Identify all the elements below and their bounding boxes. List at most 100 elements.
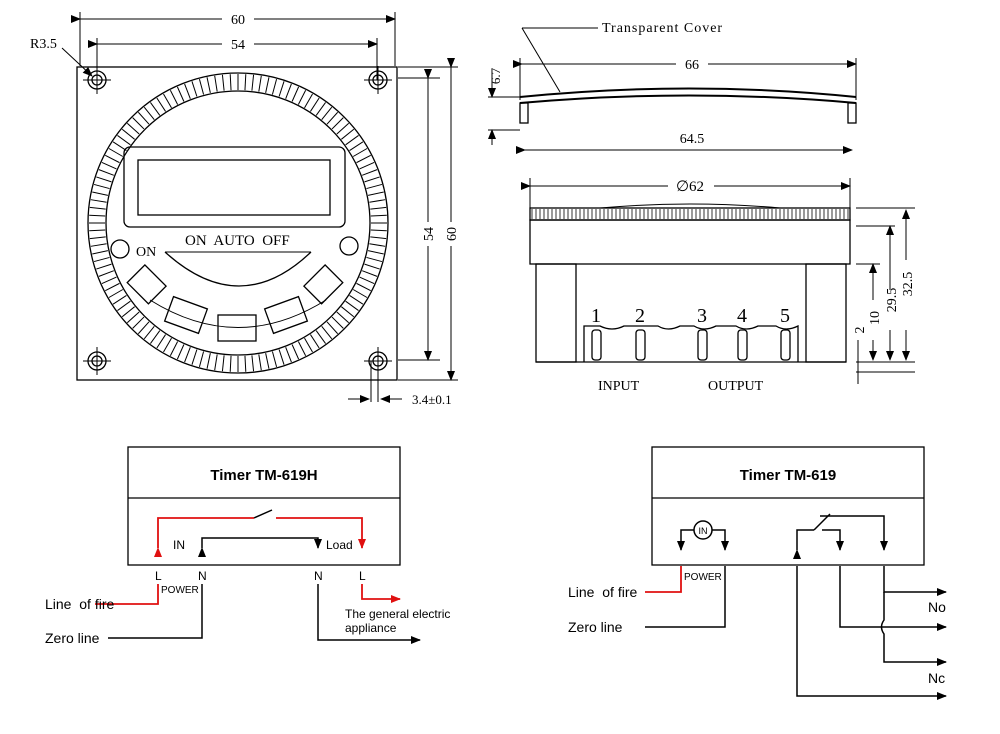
dial-tooth — [278, 81, 285, 97]
dial-tooth — [336, 122, 350, 135]
dial-tooth — [361, 270, 378, 277]
dial-tooth — [345, 300, 359, 311]
dial-tooth — [367, 250, 384, 255]
dial-tooth — [150, 102, 161, 116]
side-view: Transparent Cover 66 6.7 64.5 ∅62 — [488, 21, 916, 394]
dial-tooth — [92, 191, 109, 196]
dial-tooth — [89, 214, 106, 217]
dial-tooth — [285, 346, 292, 363]
dial-tooth — [117, 135, 131, 146]
dial-tooth — [150, 330, 161, 344]
dial-tooth — [326, 111, 339, 125]
front-view: 60 54 R3.5 54 60 — [30, 10, 460, 407]
dial-tooth — [369, 199, 386, 203]
dial-tooth — [156, 97, 166, 112]
dial-tooth — [304, 337, 313, 353]
terminal-1: 1 — [591, 305, 601, 327]
dial-tooth — [191, 81, 198, 97]
dial-tooth — [96, 176, 112, 183]
dial-tooth — [291, 344, 300, 360]
dial-tooth — [315, 102, 326, 116]
dial-tooth — [121, 128, 135, 140]
dial-tooth — [89, 236, 106, 240]
dial-tooth — [352, 148, 368, 157]
dial-tooth — [271, 351, 278, 368]
dial-tooth — [310, 97, 320, 112]
terminal-5: 5 — [780, 305, 790, 327]
dim-10: 10 — [868, 311, 883, 325]
term-N1: N — [198, 569, 207, 583]
dial-tooth — [101, 276, 117, 285]
dial-tooth — [258, 75, 262, 92]
dial-tooth — [315, 330, 326, 344]
in-symbol: IN — [699, 526, 708, 536]
term-L2: L — [359, 569, 366, 583]
title-tm619: Timer TM-619 — [740, 467, 836, 484]
dial-tooth — [143, 326, 155, 340]
load-label: Load — [326, 538, 353, 552]
dial-tooth — [108, 289, 124, 298]
zero-line-left: Zero line — [45, 630, 100, 646]
dial-knurling — [89, 74, 387, 372]
dial-tooth — [105, 154, 120, 164]
dial-tooth — [191, 349, 198, 365]
dial-tooth — [336, 311, 350, 324]
dial-tooth — [370, 229, 387, 232]
dial-tooth — [364, 263, 380, 270]
dial-tooth — [361, 169, 378, 176]
dial-tooth — [89, 206, 106, 210]
dial-tooth — [366, 256, 383, 263]
dial-tooth — [310, 334, 320, 349]
dim-6-7: 6.7 — [488, 67, 503, 84]
dial-tooth — [93, 183, 110, 190]
dim-60-side: 60 — [445, 227, 460, 241]
dial-tooth — [89, 229, 106, 232]
dial-tooth — [156, 334, 166, 349]
dial-tooth — [364, 176, 380, 183]
lamp-right — [339, 236, 359, 256]
dial-tooth — [370, 236, 387, 240]
power-label-right: POWER — [684, 572, 722, 583]
dial-tooth — [198, 78, 205, 95]
dim-hole-tolerance: 3.4±0.1 — [412, 392, 452, 407]
dial-tooth — [126, 311, 140, 324]
terminal-4: 4 — [737, 305, 747, 327]
dial-tooth — [331, 117, 344, 130]
dim-2: 2 — [853, 327, 868, 334]
line-of-fire-left: Line of fire — [45, 596, 114, 612]
dial-tooth — [163, 93, 172, 109]
dial-tooth — [265, 77, 270, 94]
dim-29-5: 29.5 — [885, 288, 900, 313]
dial-tooth — [221, 74, 225, 91]
term-L1: L — [155, 569, 162, 583]
dial-tooth — [137, 111, 150, 125]
dial-tooth — [278, 349, 285, 365]
dial-tooth — [366, 183, 383, 190]
dial-tooth — [258, 354, 262, 371]
side-knurling — [531, 209, 849, 219]
dial-tooth — [345, 135, 359, 146]
dial-tooth — [206, 77, 211, 94]
dial-tooth — [285, 83, 292, 100]
dial-tooth — [244, 74, 247, 91]
corner-holes — [83, 66, 392, 402]
dial-tooth — [98, 270, 115, 277]
title-tm619h: Timer TM-619H — [210, 467, 317, 484]
output-label: OUTPUT — [708, 379, 764, 394]
dial-tooth — [244, 355, 247, 372]
dial-tooth — [321, 326, 333, 340]
terminal-3: 3 — [697, 305, 707, 327]
dial-tooth — [265, 352, 270, 369]
dial-tooth — [132, 117, 145, 130]
dial-tooth — [214, 75, 218, 92]
power-label-left: POWER — [161, 585, 199, 596]
dial-tooth — [93, 256, 110, 263]
dial-tooth — [112, 141, 127, 151]
dial-tooth — [214, 354, 218, 371]
terminal-2: 2 — [635, 305, 645, 327]
dial-tooth — [126, 122, 140, 135]
dial-tooth — [184, 346, 191, 363]
dial-tooth — [98, 169, 115, 176]
appliance-line1: The general electric — [345, 607, 450, 621]
dial-tooth — [184, 83, 191, 100]
